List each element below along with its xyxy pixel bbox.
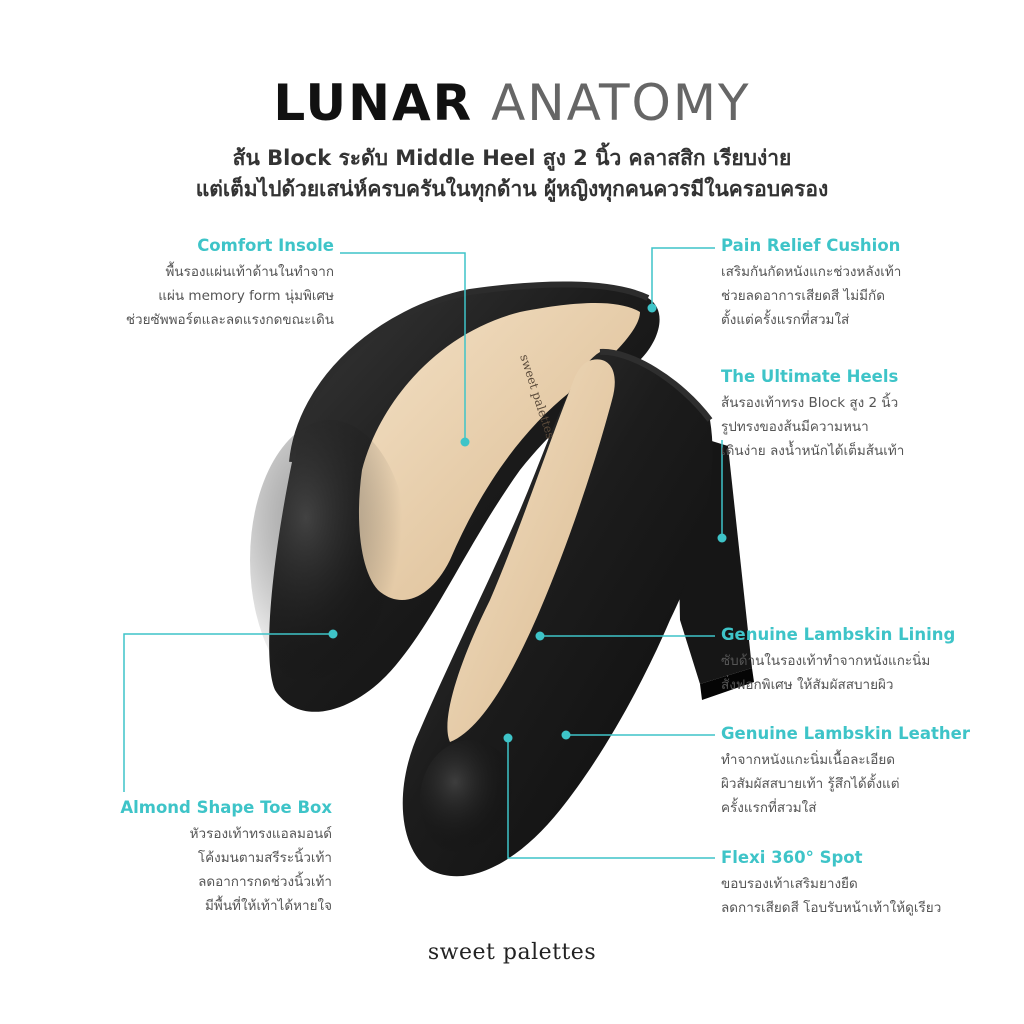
feature-title: Genuine Lambskin Lining	[721, 625, 956, 644]
feature-desc-line: เสริมกันกัดหนังแกะช่วงหลังเท้า	[721, 264, 902, 280]
feature-desc-line: ตั้งแต่ครั้งแรกที่สวมใส่	[721, 312, 850, 328]
feature-desc-line: แผ่น memory form นุ่มพิเศษ	[158, 288, 334, 304]
dot-pain-relief	[647, 303, 657, 313]
callout-dots	[328, 303, 727, 743]
back-shoe	[250, 281, 660, 712]
feature-title: Genuine Lambskin Leather	[721, 724, 970, 743]
dot-lambskin-leather	[561, 730, 571, 740]
feature-desc-line: ครั้งแรกที่สวมใส่	[721, 800, 817, 816]
title-light: ANATOMY	[491, 74, 751, 132]
feature-flexi-spot: Flexi 360° Spot ขอบรองเท้าเสริมยางยืด ลด…	[721, 848, 941, 920]
feature-desc-line: ช่วยซัพพอร์ตและลดแรงกดขณะเดิน	[125, 312, 334, 328]
dot-comfort-insole	[460, 437, 470, 447]
feature-desc-line: ส้นรองเท้าทรง Block สูง 2 นิ้ว	[721, 395, 899, 411]
feature-desc-line: สั่งฟอกพิเศษ ให้สัมผัสสบายผิว	[721, 677, 894, 693]
feature-desc-line: ทำจากหนังแกะนิ่มเนื้อละเอียด	[721, 752, 895, 768]
feature-title: Almond Shape Toe Box	[120, 798, 332, 817]
dot-almond-toe	[328, 629, 338, 639]
subtitle-line-1: ส้น Block ระดับ Middle Heel สูง 2 นิ้ว ค…	[232, 146, 792, 170]
feature-pain-relief: Pain Relief Cushion เสริมกันกัดหนังแกะช่…	[721, 236, 901, 332]
feature-desc-line: ซับด้านในรองเท้าทำจากหนังแกะนิ่ม	[721, 653, 931, 669]
feature-desc-line: รูปทรงของส้นมีความหนา	[721, 419, 869, 435]
feature-almond-toe: Almond Shape Toe Box หัวรองเท้าทรงแอลมอน…	[120, 798, 332, 918]
feature-desc-line: เดินง่าย ลงน้ำหนักได้เต็มส้นเท้า	[721, 443, 905, 459]
feature-title: Flexi 360° Spot	[721, 848, 863, 867]
feature-lambskin-leather: Genuine Lambskin Leather ทำจากหนังแกะนิ่…	[721, 724, 970, 820]
feature-desc-line: มีพื้นที่ให้เท้าได้หายใจ	[205, 898, 332, 914]
feature-title: The Ultimate Heels	[721, 367, 899, 386]
dot-lambskin-lining	[535, 631, 545, 641]
feature-comfort-insole: Comfort Insole พื้นรองแผ่นเท้าด้านในทำจา…	[126, 236, 334, 332]
feature-desc-line: โค้งมนตามสรีระนิ้วเท้า	[197, 850, 332, 866]
feature-title: Comfort Insole	[197, 236, 334, 255]
feature-desc-line: ลดอาการกดช่วงนิ้วเท้า	[198, 874, 332, 890]
title-bold: LUNAR	[273, 74, 474, 132]
feature-desc-line: ผิวสัมผัสสบายเท้า รู้สึกได้ตั้งแต่	[721, 776, 900, 792]
feature-ultimate-heels: The Ultimate Heels ส้นรองเท้าทรง Block ส…	[721, 367, 904, 463]
page-title: LUNAR ANATOMY	[0, 78, 1024, 128]
subtitle-line-2: แต่เต็มไปด้วยเสน่ห์ครบครันในทุกด้าน ผู้ห…	[195, 177, 829, 201]
callout-lines	[123, 247, 723, 859]
front-shoe	[402, 348, 754, 877]
feature-desc-line: ช่วยลดอาการเสียดสี ไม่มีกัด	[721, 288, 885, 304]
feature-desc-line: ลดการเสียดสี โอบรับหน้าเท้าให้ดูเรียว	[721, 900, 942, 916]
dot-flexi-spot	[503, 733, 513, 743]
feature-desc-line: พื้นรองแผ่นเท้าด้านในทำจาก	[165, 264, 334, 280]
feature-desc-line: หัวรองเท้าทรงแอลมอนด์	[189, 826, 332, 842]
dot-ultimate-heels	[717, 533, 727, 543]
feature-title: Pain Relief Cushion	[721, 236, 901, 255]
brand-logo-text: sweet palettes	[427, 940, 597, 965]
feature-lambskin-lining: Genuine Lambskin Lining ซับด้านในรองเท้า…	[721, 625, 955, 697]
feature-desc-line: ขอบรองเท้าเสริมยางยืด	[721, 876, 858, 892]
